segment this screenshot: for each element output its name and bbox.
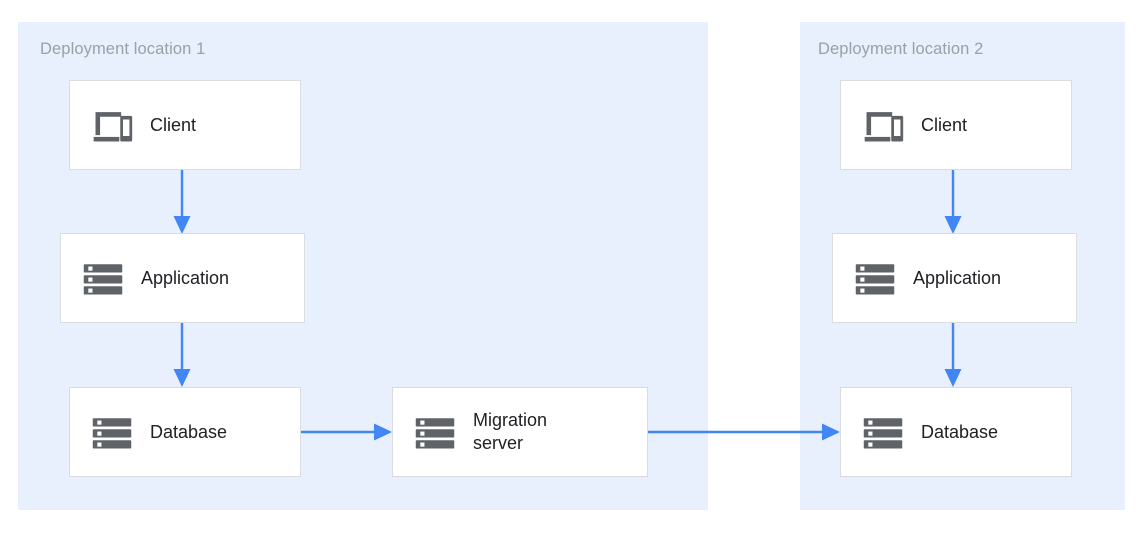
client-devices-icon bbox=[93, 112, 133, 142]
server-icon bbox=[83, 264, 123, 295]
node-application-2[interactable]: Application bbox=[832, 233, 1077, 323]
node-client-1[interactable]: Client bbox=[69, 80, 301, 170]
edge-client2-to-application2 bbox=[944, 168, 962, 234]
edge-application2-to-database2 bbox=[944, 321, 962, 387]
node-migration-server-label: Migration server bbox=[473, 410, 548, 453]
server-icon bbox=[855, 264, 895, 295]
node-application-1-label: Application bbox=[141, 267, 230, 288]
node-database-2-label: Database bbox=[921, 421, 999, 442]
server-icon bbox=[415, 418, 455, 449]
server-icon bbox=[92, 418, 132, 449]
node-application-1[interactable]: Application bbox=[60, 233, 305, 323]
node-client-2[interactable]: Client bbox=[840, 80, 1072, 170]
client-devices-icon bbox=[864, 112, 904, 142]
node-client-1-label: Client bbox=[150, 114, 197, 135]
deployment-zone-2-label: Deployment location 2 bbox=[818, 40, 984, 58]
edge-application1-to-database1 bbox=[173, 321, 191, 387]
edge-client1-to-application1 bbox=[173, 168, 191, 234]
node-database-2[interactable]: Database bbox=[840, 387, 1072, 477]
server-icon bbox=[863, 418, 903, 449]
edge-database1-to-migration-server bbox=[299, 423, 392, 441]
edge-migration-server-to-database2 bbox=[646, 423, 840, 441]
deployment-zone-1-label: Deployment location 1 bbox=[40, 40, 206, 58]
node-database-1-label: Database bbox=[150, 421, 228, 442]
node-migration-server[interactable]: Migration server bbox=[392, 387, 648, 477]
node-application-2-label: Application bbox=[913, 267, 1002, 288]
node-database-1[interactable]: Database bbox=[69, 387, 301, 477]
node-client-2-label: Client bbox=[921, 114, 968, 135]
